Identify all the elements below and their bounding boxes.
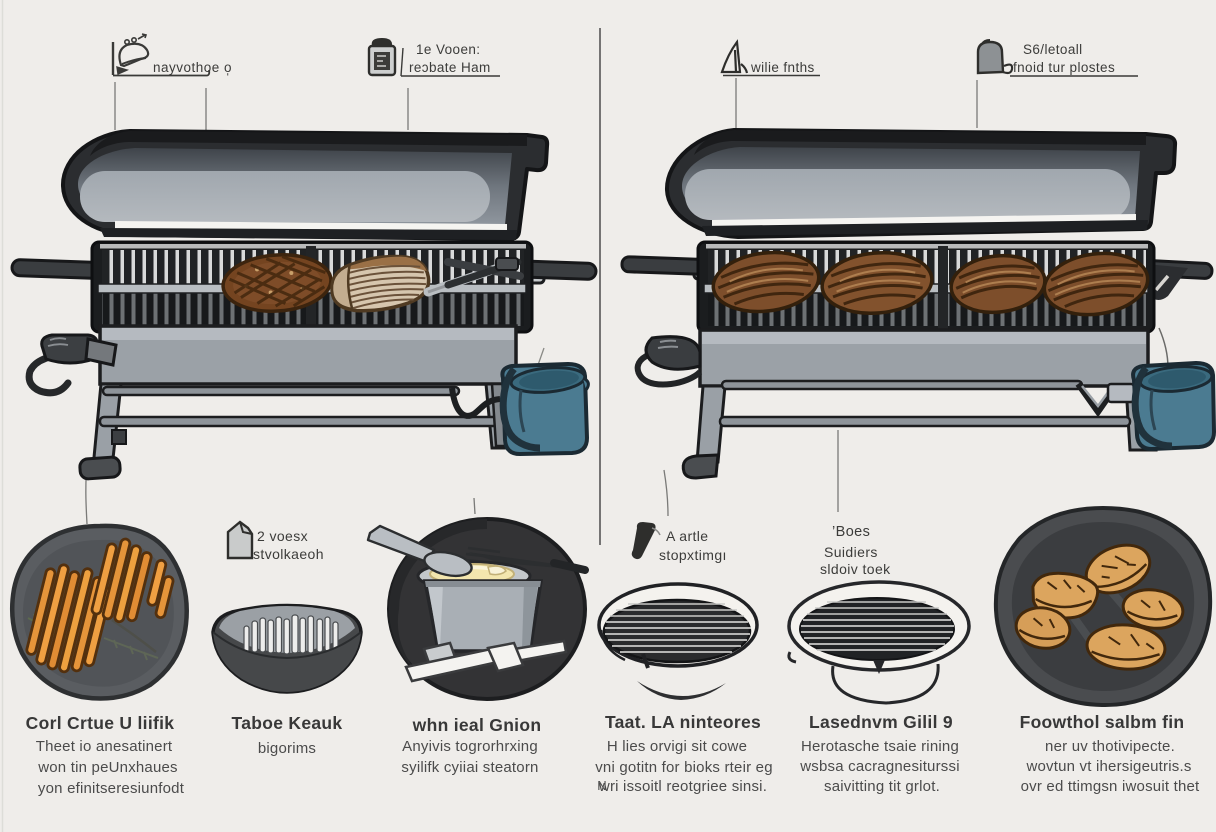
svg-text:Corl Crtue U liifik: Corl Crtue U liifik [26,713,175,733]
svg-text:fnoid tur plostes: fnoid tur plostes [1013,60,1115,75]
svg-text:Theet io anesatinert: Theet io anesatinert [36,738,173,755]
svg-text:stopxtimgı: stopxtimgı [659,547,727,563]
svg-text:Suidiers: Suidiers [824,544,878,560]
svg-text:ner uv thotivipecte.: ner uv thotivipecte. [1045,738,1175,755]
svg-text:’Boes: ’Boes [832,524,870,540]
svg-text:Taat. LA ninteores: Taat. LA ninteores [605,712,761,732]
svg-text:stvolkaeoh: stvolkaeoh [253,546,324,562]
svg-text:wsbsa cacragnesiturssi: wsbsa cacragnesiturssi [799,758,959,775]
svg-text:whn ieal Gnion: whn ieal Gnion [412,715,542,735]
svg-text:Lasednvm Gilil 9: Lasednvm Gilil 9 [809,712,953,732]
svg-text:1e Vooen:: 1e Vooen: [416,42,480,57]
svg-text:S6/letoall: S6/letoall [1023,42,1083,57]
svg-text:Herotasche tsaie rining: Herotasche tsaie rining [801,738,959,755]
svg-text:wilie fnths: wilie fnths [750,60,815,75]
svg-text:vni gotitn for bioks rteir eg: vni gotitn for bioks rteir eg [595,759,773,776]
svg-text:sldoiv toek: sldoiv toek [820,561,891,577]
svg-text:2 voesx: 2 voesx [257,528,308,544]
svg-text:wovtun vt ihersigeutris.s: wovtun vt ihersigeutris.s [1025,758,1191,775]
svg-text:Foowthol salbm fin: Foowthol salbm fin [1020,712,1185,732]
svg-text:wri issoitl reotgriee sinsi.: wri issoitl reotgriee sinsi. [598,778,767,795]
svg-text:ovr ed ttimgsn iwosuit thet: ovr ed ttimgsn iwosuit thet [1021,778,1200,795]
svg-text:won tin peUnxhaues: won tin peUnxhaues [37,759,178,776]
svg-text:nayvothoe o̩: nayvothoe o̩ [153,60,232,75]
svg-text:syilifk cyiiai steatorn: syilifk cyiiai steatorn [401,759,538,776]
svg-text:Taboe Keauk: Taboe Keauk [232,713,343,733]
svg-text:H lies orvigi sit cowe: H lies orvigi sit cowe [607,738,747,755]
svg-text:yon efinitseresiunfodt: yon efinitseresiunfodt [38,780,185,797]
svg-text:bigorims: bigorims [258,740,316,757]
svg-text:A artle: A artle [666,528,709,544]
svg-text:reɔbate Ham: reɔbate Ham [409,60,491,75]
svg-text:N: N [597,778,607,793]
svg-text:saivitting tit grlot.: saivitting tit grlot. [824,778,940,795]
svg-text:Anyivis togrorhrxing: Anyivis togrorhrxing [402,738,538,755]
